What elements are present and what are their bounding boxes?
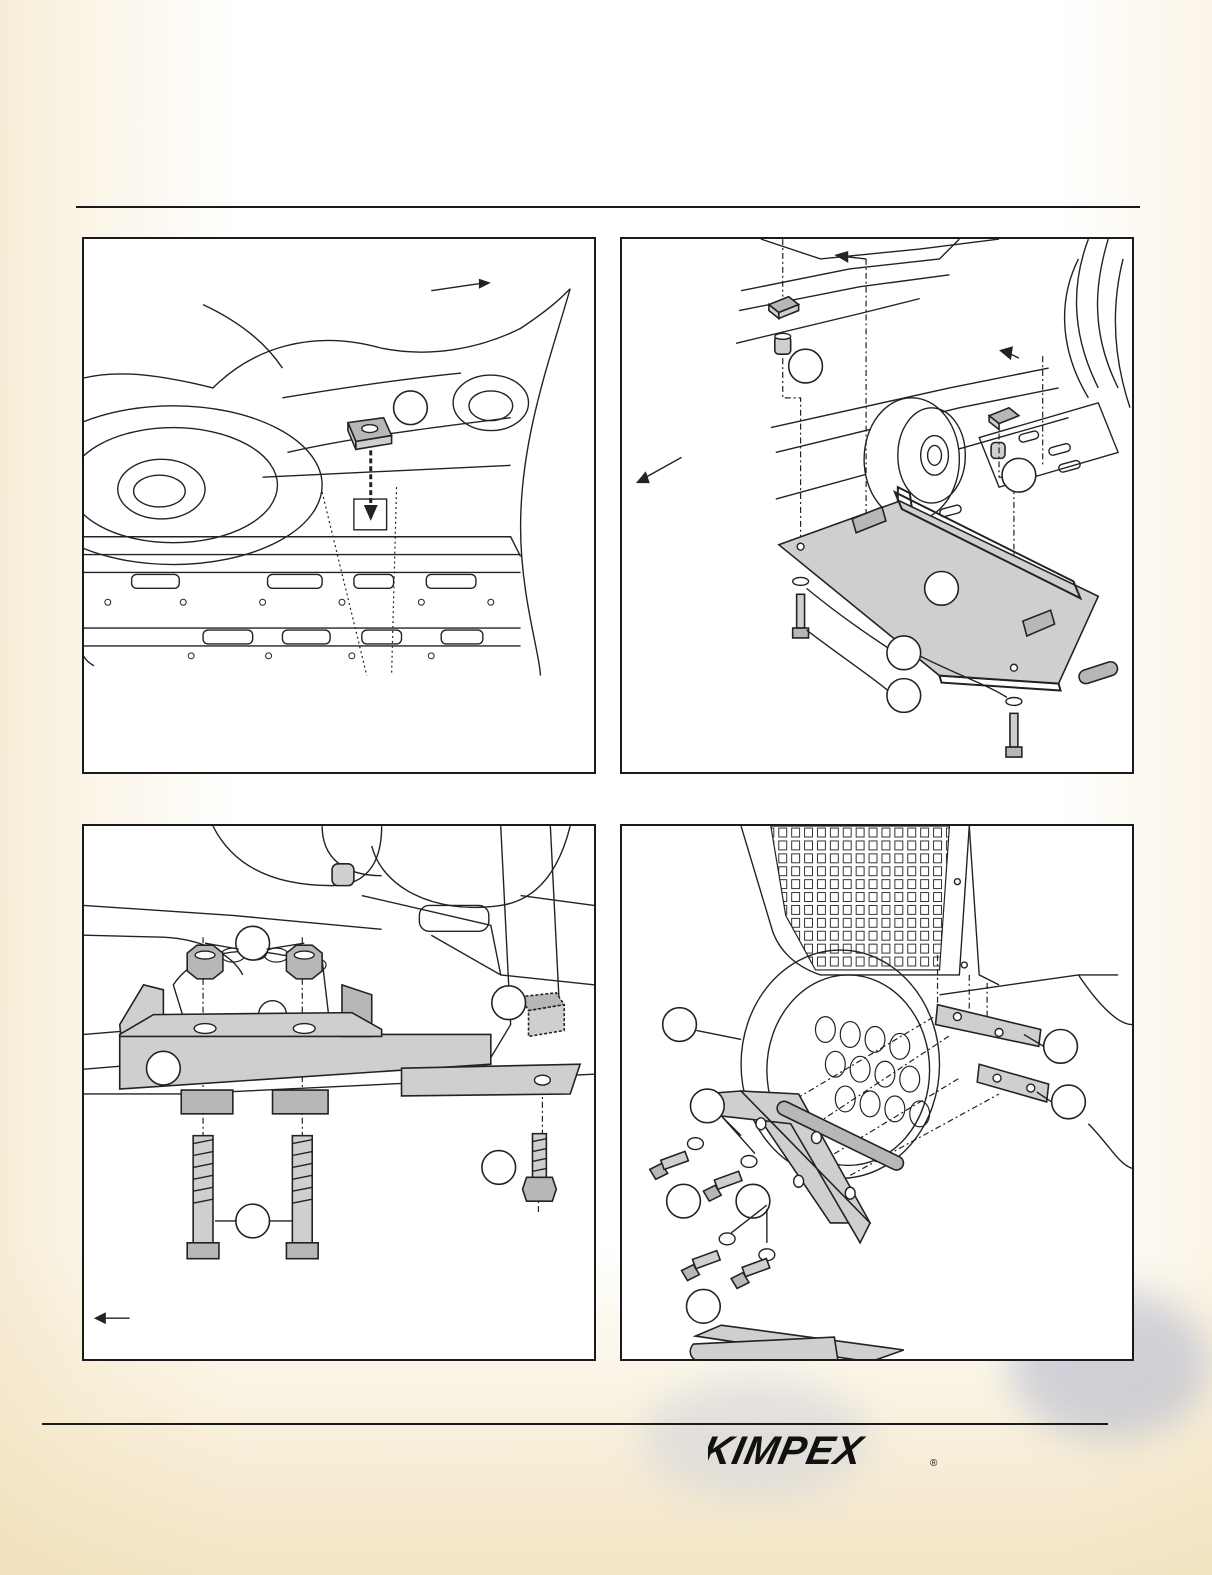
skid-plate-install-illustration xyxy=(635,239,1131,758)
kimpex-logo: KIMPEX ® xyxy=(698,1427,948,1472)
header-rule xyxy=(76,206,1140,208)
front-bumper-install-illustration xyxy=(648,826,1132,1359)
bolt-bracket-illustration xyxy=(84,826,594,1325)
figure-panel-1 xyxy=(82,237,596,774)
svg-text:®: ® xyxy=(930,1458,938,1469)
svg-text:KIMPEX: KIMPEX xyxy=(708,1428,868,1472)
figure-panel-2 xyxy=(620,237,1134,774)
insert-nut-illustration xyxy=(84,278,571,676)
footer-rule xyxy=(42,1423,1108,1425)
figure-panel-3 xyxy=(82,824,596,1361)
background-blob xyxy=(640,1380,870,1500)
figure-panel-4 xyxy=(620,824,1134,1361)
kimpex-logo-icon: KIMPEX ® xyxy=(698,1427,938,1472)
